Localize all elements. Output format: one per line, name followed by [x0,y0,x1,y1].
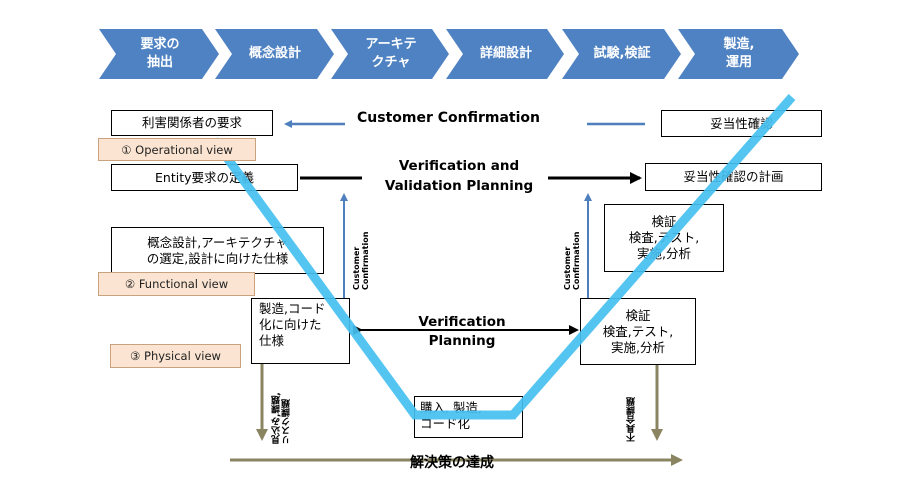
functional-view-tag: ② Functional view [98,272,255,296]
phase-label-5: 試験,検証 [593,46,651,61]
customer-confirmation-vertical-left: Customer Confirmation [352,231,370,290]
purchase-manufacture-box: 購入, 製造, コード化 [414,396,523,438]
solution-achievement-label: 解決策の達成 [410,455,494,471]
phase-chevron-1 [99,29,219,79]
verification-upper-box: 検証 検査,テスト, 実施,分析 [604,204,724,272]
phase-chevron-3 [331,29,449,79]
phase-label-2: 概念設計 [248,46,301,61]
customer-confirmation-vertical-right: Customer Confirmation [563,231,581,290]
phase-chevron-5 [562,29,681,79]
entity-requirements-box: Entity要求の定義 [111,164,298,191]
validity-plan-box: 妥当性確認の計画 [645,163,822,191]
manufacture-spec-box: 製造,コード 化に向けた 仕様 [251,298,350,364]
verification-lower-box: 検証 検査,テスト, 実施,分析 [580,298,696,365]
phase-label-1: 要求の 抽出 [140,37,180,70]
concept-design-box: 概念設計,アーキテクチャ の選定,設計に向けた仕様 [111,227,324,274]
phase-chevron-4 [446,29,564,79]
phase-label-3: アーキテ クチャ [365,37,417,70]
nonconformance-label: 不具合課題 [627,397,637,442]
phase-chevrons [99,29,799,79]
phase-chevron-6 [678,29,799,79]
stakeholder-requirements-box: 利害関係者の要求 [111,110,273,136]
validity-check-box: 妥当性確認 [661,110,822,137]
phase-chevron-2 [215,29,334,79]
forecast-risk-label: 見込み,課題, リスク課題 [272,392,292,444]
operational-view-tag: ① Operational view [98,138,256,161]
verification-planning-label: Verification Planning [418,314,506,349]
phase-label-4: 詳細設計 [479,46,532,61]
vv-planning-label: Verification and Validation Planning [384,158,534,194]
phase-label-6: 製造, 運用 [723,37,755,70]
physical-view-tag: ③ Physical view [110,344,241,368]
customer-confirmation-label: Customer Confirmation [357,110,540,126]
